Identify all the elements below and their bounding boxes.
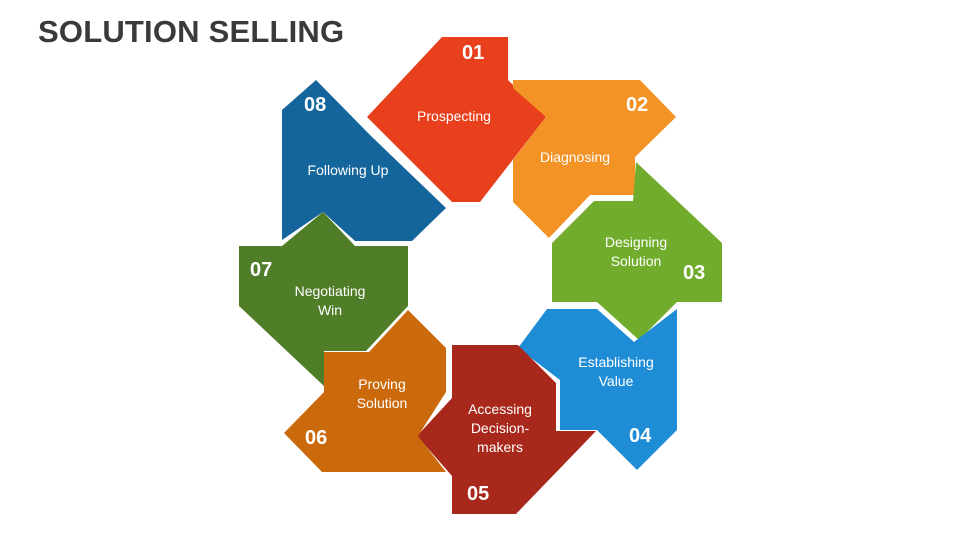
step-03-number: 03 [683,262,705,284]
step-03-label-line-2: Solution [611,253,662,269]
step-05-number: 05 [467,483,489,505]
step-05-label-line-3: makers [477,439,523,455]
step-06-label-line-1: Proving [358,376,405,392]
step-04-label-line-1: Establishing [578,354,654,370]
step-02-number: 02 [626,94,648,116]
step-04-label-line-2: Value [599,373,634,389]
step-07-label-line-2: Win [318,302,342,318]
step-08-following-up: 08 Following Up [282,80,446,241]
step-08-shape [282,80,446,241]
step-07-label-line-1: Negotiating [295,283,366,299]
step-03-label-line-1: Designing [605,234,667,250]
step-08-label-line-1: Following Up [308,162,389,178]
step-01-label-line-1: Prospecting [417,108,491,124]
step-02-diagnosing: 02 Diagnosing [513,80,676,238]
step-03-shape [552,162,722,340]
step-07-negotiating-win: 07 Negotiating Win [239,212,408,386]
step-02-label-line-1: Diagnosing [540,149,610,165]
step-07-number: 07 [250,259,272,281]
step-08-number: 08 [304,94,326,116]
step-06-label-line-2: Solution [357,395,408,411]
step-01-number: 01 [462,42,484,64]
step-04-establishing-value: Establishing Value 04 [518,309,677,470]
step-01-prospecting: 01 Prospecting [367,37,546,202]
step-02-shape [513,80,676,238]
step-01-shape [367,37,546,202]
slide-title: SOLUTION SELLING [38,14,345,49]
step-05-accessing-decision-makers: Accessing Decision- makers 05 [417,345,596,514]
step-03-designing-solution: Designing Solution 03 [552,162,722,340]
step-06-number: 06 [305,427,327,449]
step-05-shape [417,345,596,514]
step-06-shape [284,310,446,472]
step-04-shape [518,309,677,470]
step-04-number: 04 [629,425,652,447]
step-06-proving-solution: Proving Solution 06 [284,310,446,472]
step-07-shape [239,212,408,386]
step-05-label-line-1: Accessing [468,401,532,417]
step-05-label-line-2: Decision- [471,420,530,436]
